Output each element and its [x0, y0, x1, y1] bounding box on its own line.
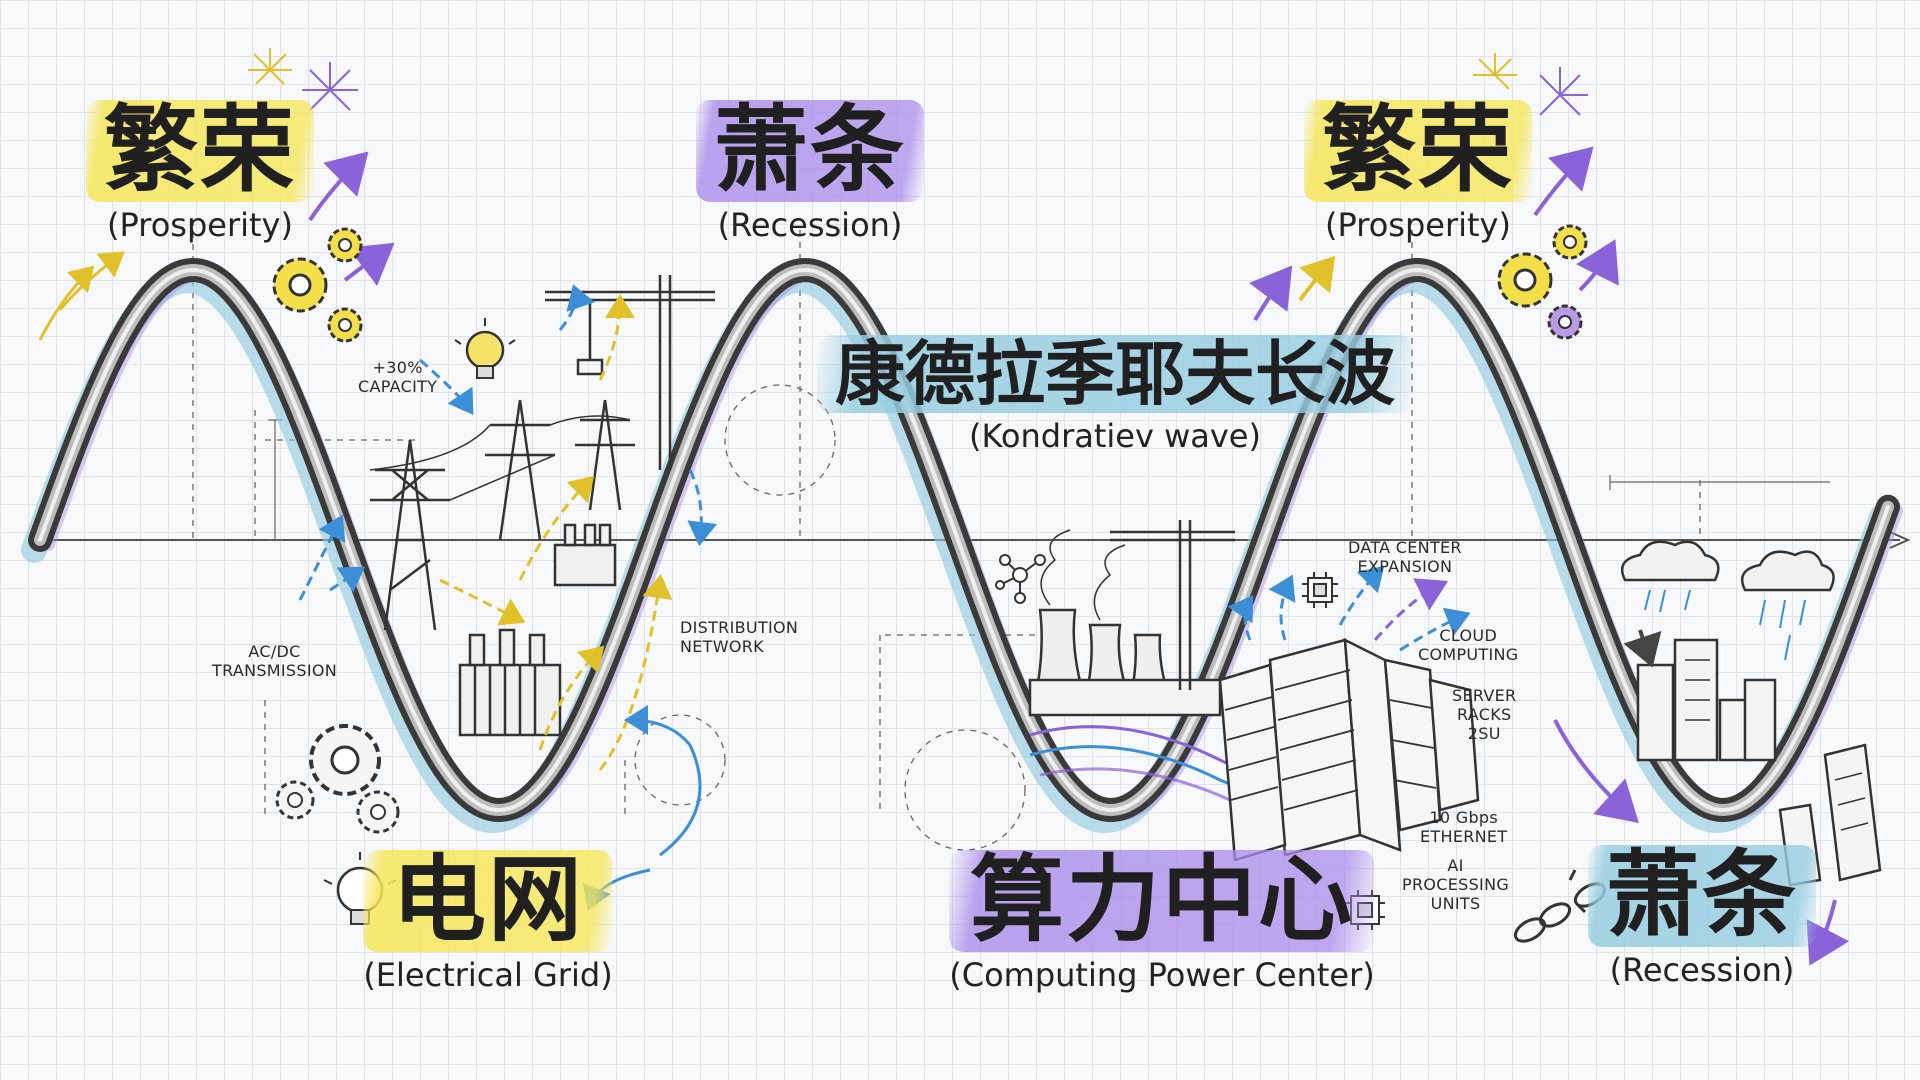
recession-cn: 萧条 — [1587, 845, 1817, 947]
transformer-icon — [553, 523, 617, 587]
gear-icon — [327, 307, 363, 343]
label-recession-1: 萧条 (Recession) — [695, 100, 925, 244]
note-line: 2SU — [1467, 724, 1501, 744]
gear-icon — [1547, 304, 1583, 340]
gear-icon — [1497, 252, 1553, 308]
label-computing: 算力中心 (Computing Power Center) — [949, 850, 1375, 994]
label-prosperity-1: 繁荣 (Prosperity) — [85, 100, 315, 244]
cloud-rain-icon — [1620, 540, 1835, 661]
computing-cn: 算力中心 — [949, 850, 1375, 952]
note-line: NETWORK — [680, 637, 764, 657]
note-line: SERVER — [1452, 686, 1517, 705]
flow-arrows-grid — [298, 284, 718, 771]
note-acdc: AC/DC TRANSMISSION — [212, 642, 337, 680]
kondratiev-en: (Kondratiev wave) — [969, 417, 1261, 455]
rising-arrows-left — [38, 251, 125, 341]
label-grid: 电网 (Electrical Grid) — [363, 850, 613, 994]
computing-en: (Computing Power Center) — [949, 956, 1375, 994]
label-prosperity-2: 繁荣 (Prosperity) — [1303, 100, 1533, 244]
firework-icon — [1539, 67, 1588, 116]
transmission-tower-icon — [369, 399, 635, 631]
note-line: EXPANSION — [1357, 557, 1453, 577]
prosperity-cn: 繁荣 — [1303, 100, 1533, 202]
gear-icon — [272, 257, 328, 313]
note-line: +30% — [372, 358, 423, 377]
rising-arrows-right — [1249, 146, 1619, 322]
note-data-center: DATA CENTER EXPANSION — [1348, 538, 1462, 576]
note-server: SERVER RACKS 2SU — [1452, 686, 1516, 744]
broken-chain-icon — [1513, 869, 1607, 943]
crane-icon — [1110, 520, 1235, 690]
note-line: DISTRIBUTION — [680, 618, 799, 637]
firework-icon — [1473, 53, 1517, 90]
label-kondratiev: 康德拉季耶夫长波 (Kondratiev wave) — [817, 335, 1413, 455]
note-ai: AI PROCESSING UNITS — [1402, 856, 1509, 914]
server-rack-icon — [1218, 637, 1480, 862]
kondratiev-wave-curve-core — [38, 267, 1890, 813]
grid-en: (Electrical Grid) — [363, 956, 613, 994]
rising-arrows-purple-left — [308, 151, 395, 286]
chip-icon — [1302, 572, 1338, 608]
recession-cn: 萧条 — [695, 100, 925, 202]
grid-cn: 电网 — [363, 850, 613, 952]
gear-icon — [275, 780, 315, 820]
firework-icon — [248, 48, 292, 85]
axis-arrow-icon — [1889, 531, 1911, 549]
note-line: DATA CENTER — [1348, 538, 1462, 557]
gear-icon — [309, 724, 381, 796]
network-node-icon — [995, 554, 1046, 604]
kondratiev-cn: 康德拉季耶夫长波 — [817, 335, 1413, 413]
note-line: PROCESSING — [1402, 875, 1510, 895]
label-recession-2: 萧条 (Recession) — [1587, 845, 1817, 989]
gear-icon — [1552, 224, 1588, 260]
flow-arrows-computing — [1227, 565, 1471, 652]
prosperity-en: (Prosperity) — [1325, 206, 1511, 244]
note-line: 10 Gbps — [1429, 808, 1498, 827]
note-line: RACKS — [1457, 705, 1512, 725]
cooling-tower-icon — [1028, 529, 1222, 717]
note-cloud: CLOUD COMPUTING — [1418, 626, 1519, 664]
prosperity-en: (Prosperity) — [107, 206, 293, 244]
note-line: CAPACITY — [358, 377, 438, 397]
recession-en: (Recession) — [717, 206, 903, 244]
note-distribution: DISTRIBUTION NETWORK — [680, 618, 798, 656]
gear-icon — [327, 227, 363, 263]
note-ethernet: 10 Gbps ETHERNET — [1420, 808, 1507, 846]
note-line: CLOUD — [1439, 626, 1498, 645]
recession-en: (Recession) — [1609, 951, 1795, 989]
transformer-icon — [458, 628, 562, 737]
gear-icon — [356, 790, 400, 834]
lightbulb-icon — [454, 318, 516, 379]
firework-icon — [302, 62, 358, 111]
note-line: ETHERNET — [1420, 827, 1508, 847]
prosperity-cn: 繁荣 — [85, 100, 315, 202]
note-line: AI — [1447, 856, 1464, 875]
note-line: AC/DC — [248, 642, 301, 661]
descending-arrows-right — [1553, 629, 1850, 966]
note-line: COMPUTING — [1418, 645, 1519, 665]
note-capacity: +30% CAPACITY — [358, 358, 437, 396]
note-line: UNITS — [1430, 894, 1481, 914]
note-line: TRANSMISSION — [212, 661, 338, 681]
